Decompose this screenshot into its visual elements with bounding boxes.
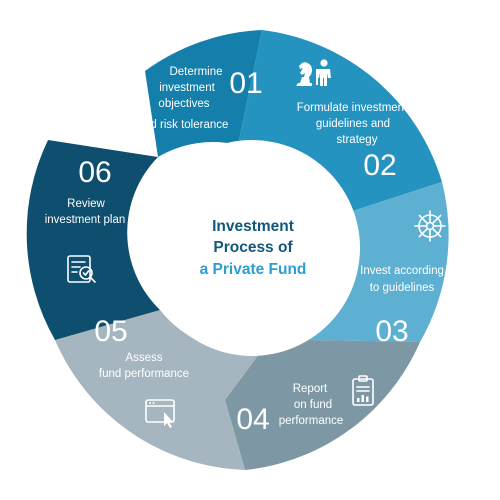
step-05-segment [55, 310, 262, 470]
center-title-line1: Investment [212, 218, 294, 235]
step-06-number: 06 [78, 156, 111, 189]
step-01-label-line1: Determine [169, 66, 222, 78]
center-circle [144, 140, 360, 356]
step-06-label-line1: Review [67, 198, 105, 210]
step-04-label-line2: on fund [294, 399, 332, 411]
step-01: Determine investment objectives and risk… [103, 66, 263, 131]
step-02-segment [238, 30, 442, 247]
step-04-label-line1: Report [293, 383, 328, 395]
step-03: Invest according to guidelines 03 [360, 210, 446, 348]
ship-wheel-icon [414, 210, 446, 242]
step-03-label-line2: to guidelines [370, 282, 435, 294]
step-04-segment [225, 300, 420, 470]
step-01-label-line2: investment [159, 82, 215, 94]
ship-wheel-spoke [418, 227, 429, 238]
step-06-label-line2: investment plan [45, 214, 126, 226]
step-02-number: 02 [363, 149, 396, 182]
step-02-label-line3: strategy [337, 134, 378, 146]
step-05: Assess fund performance 05 [94, 315, 189, 428]
step-04-label-line3: performance [279, 415, 344, 427]
step-02: Formulate investment guidelines and stra… [296, 59, 408, 182]
step-02-label-line1: Formulate investment [297, 102, 408, 114]
report-chart-icon [352, 375, 374, 406]
step-04-number: 04 [236, 403, 269, 436]
step-05-number: 05 [94, 315, 127, 348]
chess-knight-person-icon [296, 59, 331, 86]
ship-wheel-spoke [418, 214, 429, 225]
step-05-label-line1: Assess [125, 352, 162, 364]
step-01-label-line4: and risk tolerance [138, 119, 229, 131]
step-06: Review investment plan 06 [45, 156, 126, 283]
checklist-icon [103, 86, 127, 119]
step-01-segment [145, 30, 262, 157]
step-04: Report on fund performance 04 [236, 375, 374, 436]
step-06-segment [26, 140, 161, 340]
step-01-label-line3: objectives [158, 98, 209, 110]
browser-click-icon [145, 399, 175, 428]
step-02-label-line2: guidelines and [316, 118, 390, 130]
ship-wheel-spoke [431, 227, 442, 238]
center-title-line2: Process of [213, 239, 293, 256]
step-03-number: 03 [375, 315, 408, 348]
ship-wheel-spoke [431, 214, 442, 225]
document-magnifier-icon [67, 255, 96, 283]
step-01-number: 01 [229, 67, 262, 100]
step-03-label-line1: Invest according [360, 265, 444, 277]
center-title-line3: a Private Fund [200, 261, 307, 278]
step-05-label-line2: fund performance [99, 368, 189, 380]
